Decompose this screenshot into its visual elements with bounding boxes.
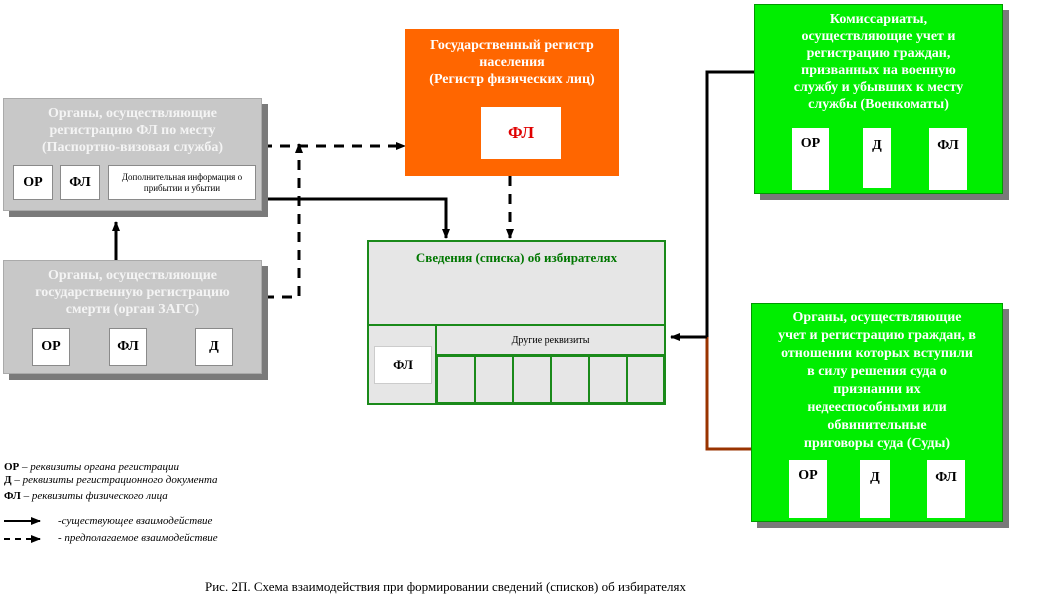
zags-fl-cell: ФЛ — [109, 328, 147, 366]
courts-box: Органы, осуществляющие учет и регистраци… — [751, 303, 1003, 522]
legend-dashed-text: - предполагаемое взаимодействие — [58, 532, 218, 544]
voters-list-other-label: Другие реквизиты — [511, 334, 590, 346]
commissariats-fl-cell: ФЛ — [929, 128, 967, 190]
legend-or: ОР – реквизиты органа регистрации — [4, 461, 179, 473]
voters-list-fl-cell: ФЛ — [374, 346, 432, 384]
courts-title: Органы, осуществляющие учет и регистраци… — [778, 310, 976, 451]
passport-extra-cell: Дополнительная информация о прибытии и у… — [108, 165, 256, 200]
passport-service-box: Органы, осуществляющие регистрацию ФЛ по… — [3, 98, 262, 211]
line-courts — [705, 337, 751, 451]
state-register-title: Государственный регистр населения (Регис… — [429, 38, 595, 87]
commissariats-d-cell: Д — [863, 128, 891, 188]
voters-list-other-header: Другие реквизиты — [437, 326, 664, 356]
legend-solid-label: -существующее взаимодействие — [58, 515, 213, 527]
zags-d-cell: Д — [195, 328, 233, 366]
state-register-fl-label: ФЛ — [508, 123, 534, 142]
voters-list-title: Сведения (списка) об избирателях — [415, 250, 618, 265]
passport-fl-cell: ФЛ — [60, 165, 100, 200]
line-commissariats — [705, 70, 754, 337]
voters-list-grid-cell — [551, 356, 589, 403]
legend-d-text: – реквизиты регистрационного документа — [11, 474, 218, 486]
legend-fl: ФЛ – реквизиты физического лица — [4, 490, 168, 502]
legend-d: Д – реквизиты регистрационного документа — [4, 474, 218, 486]
state-register-fl-cell: ФЛ — [481, 107, 561, 159]
legend-fl-text: – реквизиты физического лица — [20, 490, 168, 502]
courts-d-cell: Д — [860, 460, 890, 518]
passport-or-cell: ОР — [13, 165, 53, 200]
zags-box: Органы, осуществляющие государственную р… — [3, 260, 262, 374]
voters-list-box: Сведения (списка) об избирателях ФЛ Друг… — [367, 240, 666, 405]
courts-fl-cell: ФЛ — [927, 460, 965, 518]
voters-list-grid-cell — [513, 356, 551, 403]
legend-dashed-label: - предполагаемое взаимодействие — [58, 532, 218, 544]
commissariats-or-cell: ОР — [792, 128, 829, 190]
voters-list-grid-cell — [475, 356, 513, 403]
voters-list-vdivider — [435, 324, 437, 403]
legend-d-abbr: Д — [4, 474, 12, 486]
zags-title: Органы, осуществляющие государственную р… — [35, 268, 230, 317]
state-register-box: Государственный регистр населения (Регис… — [405, 29, 619, 176]
courts-or-cell: ОР — [789, 460, 827, 518]
legend-or-abbr: ОР — [4, 461, 20, 473]
legend-solid-text: -существующее взаимодействие — [58, 515, 212, 527]
commissariats-title: Комиссариаты, осуществляющие учет и реги… — [793, 12, 964, 112]
zags-or-cell: ОР — [32, 328, 70, 366]
voters-list-grid-cell — [437, 356, 475, 403]
arrow-zags-up — [264, 143, 303, 299]
voters-list-grid-cell — [589, 356, 627, 403]
voters-list-divider — [369, 324, 664, 326]
legend-or-text: – реквизиты органа регистрации — [19, 461, 180, 473]
voters-list-grid-cell — [627, 356, 664, 403]
figure-caption: Рис. 2П. Схема взаимодействия при формир… — [205, 579, 686, 594]
passport-service-title: Органы, осуществляющие регистрацию ФЛ по… — [41, 106, 223, 155]
commissariats-box: Комиссариаты, осуществляющие учет и реги… — [754, 4, 1003, 194]
arrow-passport-to-list — [262, 197, 450, 239]
legend-fl-abbr: ФЛ — [4, 490, 21, 502]
